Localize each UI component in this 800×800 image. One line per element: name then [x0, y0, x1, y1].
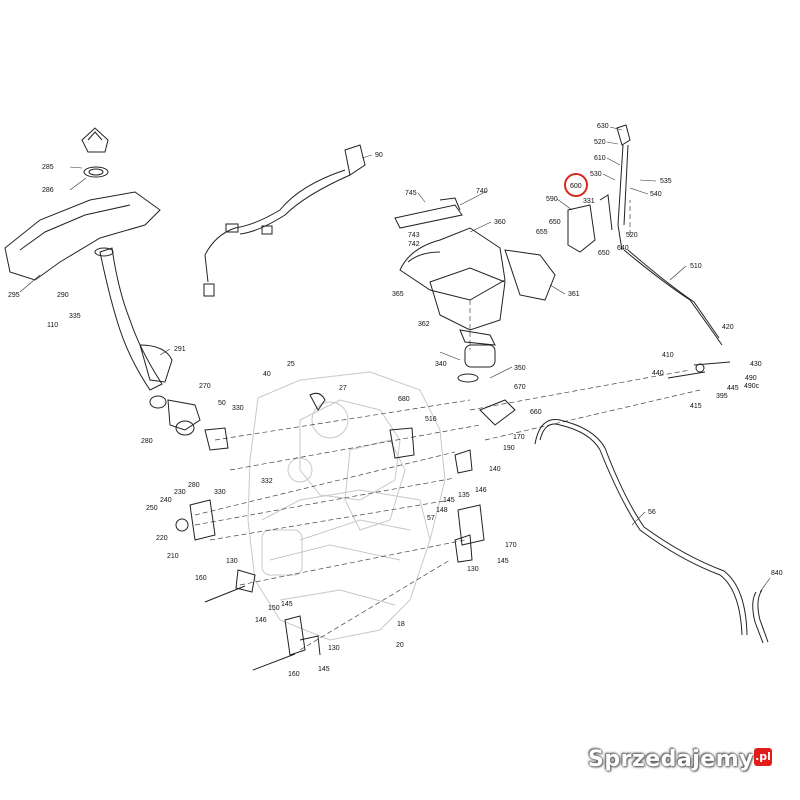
callout-535: 535 — [660, 178, 672, 185]
callout-160: 160 — [195, 575, 207, 582]
callout-140: 140 — [489, 466, 501, 473]
callout-270: 270 — [199, 383, 211, 390]
exhaust-assembly — [394, 197, 556, 383]
callout-291: 291 — [174, 346, 186, 353]
callout-420: 420 — [722, 324, 734, 331]
callout-335: 335 — [69, 313, 81, 320]
callout-130: 130 — [467, 566, 479, 573]
callout-280: 280 — [188, 482, 200, 489]
callout-330: 330 — [214, 489, 226, 496]
callout-510: 510 — [690, 263, 702, 270]
callout-490c: 490c — [744, 383, 760, 390]
callout-57: 57 — [427, 515, 435, 522]
callout-670: 670 — [514, 384, 526, 391]
callout-540: 540 — [650, 191, 662, 198]
highlight-circle — [564, 173, 588, 197]
callout-742: 742 — [408, 241, 420, 248]
callout-170: 170 — [505, 542, 517, 549]
intake-assembly — [4, 127, 229, 451]
callout-365: 365 — [392, 291, 404, 298]
callout-145: 145 — [281, 601, 293, 608]
callout-361: 361 — [568, 291, 580, 298]
callout-160: 160 — [288, 671, 300, 678]
callout-740: 740 — [476, 188, 488, 195]
assembly-lines — [194, 200, 701, 651]
callout-130: 130 — [226, 558, 238, 565]
watermark-badge: .pl — [754, 748, 772, 766]
callout-516: 516 — [425, 416, 437, 423]
wiring-harness — [203, 144, 366, 297]
callout-655: 655 — [536, 229, 548, 236]
callout-660: 660 — [530, 409, 542, 416]
callout-840: 840 — [771, 570, 783, 577]
callout-170: 170 — [513, 434, 525, 441]
watermark-text: Sprzedajemy — [588, 747, 754, 772]
callout-150: 150 — [268, 605, 280, 612]
callout-650: 650 — [598, 250, 610, 257]
callout-680: 680 — [398, 396, 410, 403]
callout-743: 743 — [408, 232, 420, 239]
callout-295: 295 — [8, 292, 20, 299]
callout-146: 146 — [255, 617, 267, 624]
callout-350: 350 — [514, 365, 526, 372]
callout-610: 610 — [594, 155, 606, 162]
callout-445: 445 — [727, 385, 739, 392]
callout-362: 362 — [418, 321, 430, 328]
hoses — [534, 419, 769, 644]
callout-130: 130 — [328, 645, 340, 652]
callout-650: 650 — [549, 219, 561, 226]
callout-145: 145 — [443, 497, 455, 504]
callout-630: 630 — [597, 123, 609, 130]
callout-110: 110 — [47, 322, 58, 329]
callout-395: 395 — [716, 393, 728, 400]
callout-20: 20 — [396, 642, 404, 649]
callout-250: 250 — [146, 505, 158, 512]
callout-56: 56 — [648, 509, 656, 516]
callout-50: 50 — [218, 400, 226, 407]
callout-18: 18 — [397, 621, 405, 628]
callout-745: 745 — [405, 190, 417, 197]
callout-286: 286 — [42, 187, 54, 194]
callout-332: 332 — [261, 478, 273, 485]
callout-146: 146 — [475, 487, 487, 494]
callout-148: 148 — [436, 507, 448, 514]
callout-520: 520 — [594, 139, 606, 146]
callout-415: 415 — [690, 403, 702, 410]
callout-331: 331 — [583, 198, 595, 205]
callout-240: 240 — [160, 497, 172, 504]
callout-145: 145 — [497, 558, 509, 565]
callout-210: 210 — [167, 553, 179, 560]
callout-40: 40 — [263, 371, 271, 378]
callout-290: 290 — [57, 292, 69, 299]
callout-280: 280 — [141, 438, 153, 445]
callout-90: 90 — [375, 152, 383, 159]
callout-530: 530 — [590, 171, 602, 178]
callout-190: 190 — [503, 445, 515, 452]
callout-360: 360 — [494, 219, 506, 226]
callout-600: 600 — [570, 183, 582, 190]
callout-440: 440 — [652, 370, 664, 377]
callout-220: 220 — [156, 535, 168, 542]
callout-410: 410 — [662, 352, 674, 359]
engine-block-outline — [247, 371, 446, 641]
callout-640: 640 — [617, 245, 629, 252]
shift-linkage — [479, 124, 731, 426]
callout-590: 590 — [546, 196, 558, 203]
callout-340: 340 — [435, 361, 447, 368]
callout-labels: 630 520 610 530 535 540 600 590 331 650 … — [8, 123, 783, 678]
callout-490: 490 — [745, 375, 757, 382]
engine-mounts — [175, 392, 485, 671]
callout-230: 230 — [174, 489, 186, 496]
callout-330: 330 — [232, 405, 244, 412]
leader-lines — [19, 126, 771, 593]
callout-430: 430 — [750, 361, 762, 368]
callout-520: 520 — [626, 232, 638, 239]
callout-285: 285 — [42, 164, 54, 171]
callout-145: 145 — [318, 666, 330, 673]
callout-27: 27 — [339, 385, 347, 392]
callout-25: 25 — [287, 361, 295, 368]
callout-135: 135 — [458, 492, 470, 499]
